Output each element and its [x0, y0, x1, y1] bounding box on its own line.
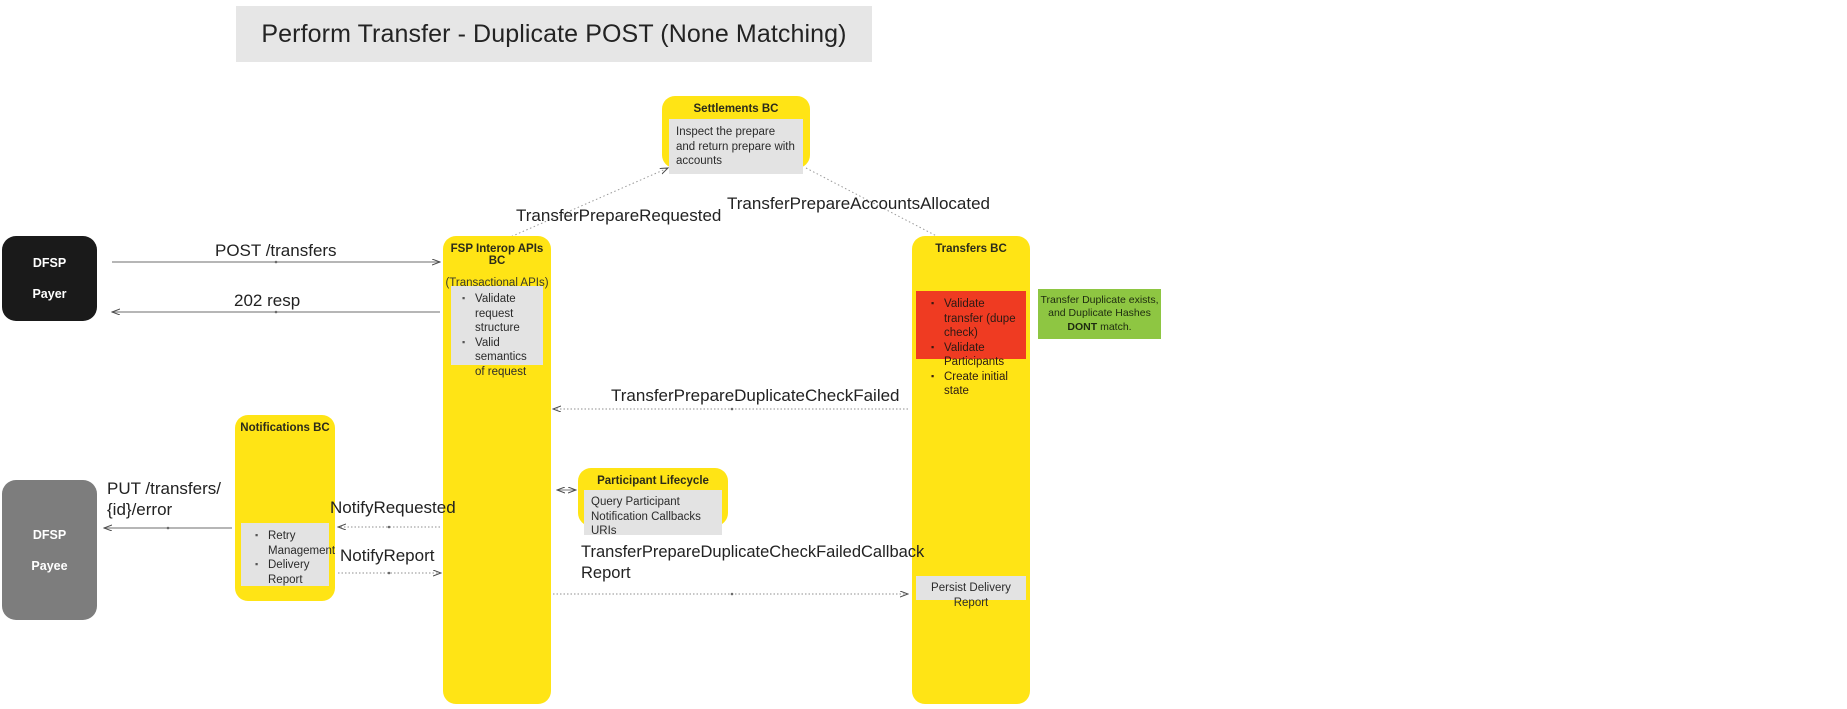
arrow-notify-report	[338, 572, 441, 575]
context-participant-lifecycle-title: Participant Lifecycle	[597, 475, 709, 487]
label-notify-requested: NotifyRequested	[330, 498, 456, 517]
label-post-transfers: POST /transfers	[215, 241, 337, 260]
list-item: Delivery Report	[255, 557, 326, 587]
arrow-transfer-prepare-requested	[507, 168, 668, 239]
context-participant-lifecycle-body: Query Participant Notification Callbacks…	[584, 490, 722, 537]
context-settlements-body: Inspect the prepare and return prepare w…	[669, 119, 803, 174]
context-settlements-title: Settlements BC	[693, 103, 779, 115]
label-notify-report: NotifyReport	[340, 546, 435, 565]
arrow-notify-requested	[338, 526, 440, 529]
list-item: Create initial state	[931, 369, 1022, 399]
context-transfers-title: Transfers BC	[935, 243, 1007, 255]
context-notifications-panel: Retry Management Delivery Report	[241, 523, 335, 587]
context-transfers-bc: Transfers BC Validate transfer (dupe che…	[912, 236, 1030, 704]
arrow-post-transfers	[112, 261, 440, 264]
note-text-post: match.	[1097, 320, 1132, 333]
actor-payer-line1: DFSP	[32, 256, 67, 270]
arrow-put-transfers-error	[104, 527, 232, 530]
label-transfer-prepare-accounts-allocated: TransferPrepareAccountsAllocated	[727, 194, 991, 213]
note-duplicate-hashes: Transfer Duplicate exists, and Duplicate…	[1038, 289, 1161, 339]
list-item: Valid semantics of request	[462, 335, 539, 380]
list-item: Validate transfer (dupe check)	[931, 296, 1022, 341]
context-transfers-panel-persist-delivery-report: Persist Delivery Report	[916, 576, 1026, 609]
context-settlements-bc: Settlements BC Inspect the prepare and r…	[662, 96, 810, 174]
actor-payee-line2: Payee	[31, 558, 68, 573]
context-participant-lifecycle: Participant Lifecycle Query Participant …	[578, 468, 728, 537]
page-title: Perform Transfer - Duplicate POST (None …	[236, 6, 872, 62]
note-text-strong: DONT	[1067, 320, 1098, 333]
arrow-transfer-prepare-duplicate-check-failed	[553, 408, 908, 411]
context-notifications-title: Notifications BC	[240, 422, 330, 434]
actor-dfsp-payer: DFSP Payer	[2, 236, 97, 321]
actor-payee-line1: DFSP	[32, 527, 67, 542]
label-transfer-prepare-requested: TransferPrepareRequested	[516, 206, 722, 225]
list-item: Validate request structure	[462, 291, 539, 336]
list-item: Retry Management	[255, 528, 335, 558]
actor-dfsp-payee: DFSP Payee	[2, 480, 97, 620]
label-put-transfers-error: PUT /transfers/ {id}/error	[107, 479, 221, 519]
arrow-duplicate-check-failed-callback-report	[553, 593, 908, 596]
context-notifications-bc: Notifications BC Retry Management Delive…	[235, 415, 335, 601]
context-transfers-panel-validate: Validate transfer (dupe check) Validate …	[916, 291, 1026, 397]
list-item: Validate Participants	[931, 340, 1022, 370]
arrow-202-resp	[112, 311, 440, 314]
context-fsp-panel-validate: Validate request structure Valid semanti…	[451, 286, 543, 378]
context-fsp-title: FSP Interop APIs BC	[450, 243, 544, 267]
label-duplicate-check-failed-callback-report: TransferPrepareDuplicateCheckFailedCallb…	[581, 543, 925, 582]
note-text-pre: Transfer Duplicate exists, and Duplicate…	[1040, 293, 1159, 320]
actor-payer-line2: Payer	[32, 287, 67, 301]
label-202-resp: 202 resp	[234, 291, 301, 310]
context-fsp-interop-apis-bc: FSP Interop APIs BC (Transactional APIs)…	[443, 236, 551, 704]
label-transfer-prepare-duplicate-check-failed: TransferPrepareDuplicateCheckFailed	[611, 386, 900, 405]
